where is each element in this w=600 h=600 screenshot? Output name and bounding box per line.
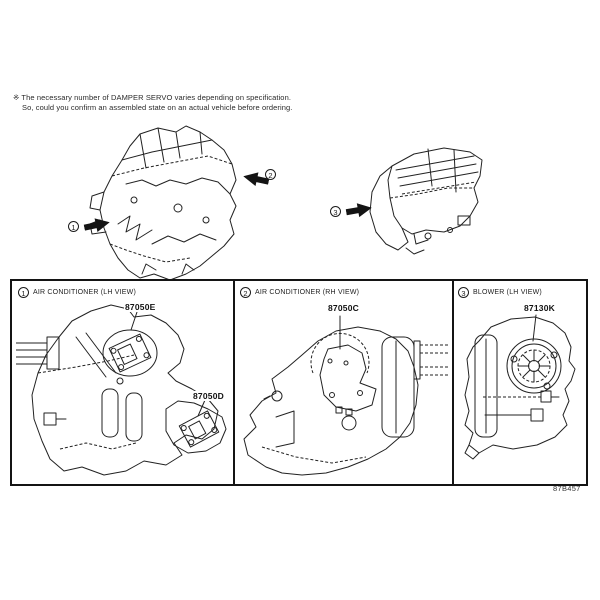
callout-1-badge: 1 — [68, 221, 79, 232]
panel-2-title: AIR CONDITIONER (RH VIEW) — [255, 289, 360, 296]
arrow-right-icon — [83, 218, 110, 233]
air-conditioner-lh-drawing — [16, 304, 227, 476]
panel-3-number-badge: 3 — [458, 287, 469, 298]
panel-2-number-badge: 2 — [240, 287, 251, 298]
panel-3-title: BLOWER (LH VIEW) — [473, 289, 542, 296]
detail-views-box: 1 AIR CONDITIONER (LH VIEW) 2 AIR CONDIT… — [10, 279, 588, 486]
panel-divider — [452, 281, 454, 484]
note-line-2: So, could you confirm an assembled state… — [22, 103, 293, 112]
arrow-left-icon — [243, 172, 270, 187]
figure-code: 87B457 — [553, 484, 581, 493]
blower-lh-drawing — [464, 314, 576, 460]
part-label-87050D: 87050D — [192, 391, 225, 401]
damper-servo-note: ※ The necessary number of DAMPER SERVO v… — [13, 93, 292, 113]
part-label-87130K: 87130K — [523, 303, 556, 313]
panel-1-header: 1 AIR CONDITIONER (LH VIEW) — [18, 287, 136, 298]
air-conditioner-rh-drawing — [243, 315, 449, 476]
panel-3-header: 3 BLOWER (LH VIEW) — [458, 287, 542, 298]
part-label-87050C: 87050C — [327, 303, 360, 313]
note-line-1: ※ The necessary number of DAMPER SERVO v… — [13, 93, 292, 102]
part-label-87050E: 87050E — [124, 302, 157, 312]
panel-divider — [233, 281, 235, 484]
arrow-right-icon — [345, 203, 372, 218]
callout-2-badge: 2 — [265, 169, 276, 180]
panel-1-number-badge: 1 — [18, 287, 29, 298]
panel-2-header: 2 AIR CONDITIONER (RH VIEW) — [240, 287, 359, 298]
panel-1-title: AIR CONDITIONER (LH VIEW) — [33, 289, 137, 296]
hvac-assembly-rear-drawing — [369, 147, 483, 255]
callout-3-badge: 3 — [330, 206, 341, 217]
hvac-assembly-front-drawing — [89, 125, 237, 281]
